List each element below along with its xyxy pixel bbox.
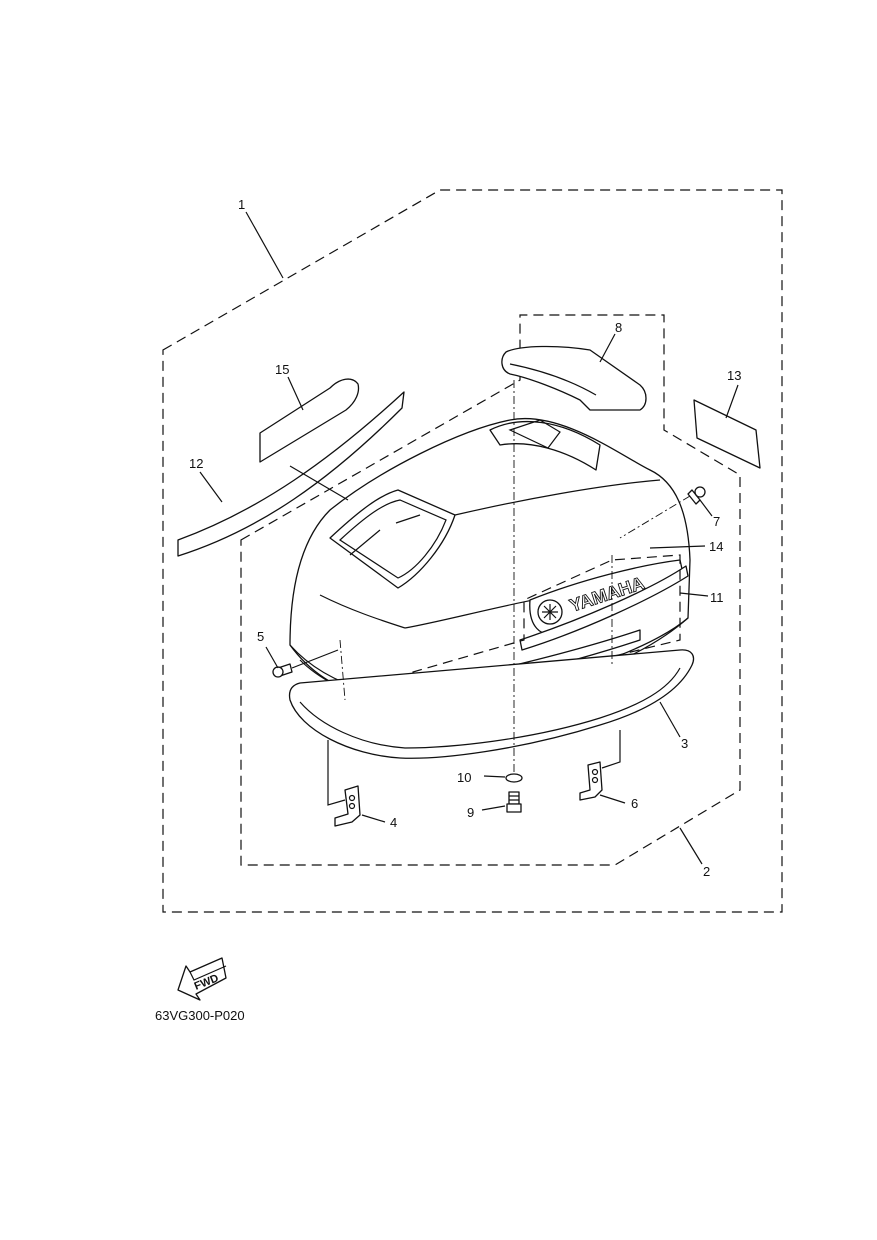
callout-14: 14 — [709, 539, 723, 554]
callout-3: 3 — [681, 736, 688, 751]
callout-6: 6 — [631, 796, 638, 811]
axis-line-bolt7 — [619, 495, 691, 539]
decal-13 — [693, 399, 761, 469]
seal-3 — [288, 649, 695, 759]
assembly-boundary-2 — [240, 314, 741, 866]
callout-8: 8 — [615, 320, 622, 335]
bracket-6 — [579, 761, 603, 801]
callout-5: 5 — [257, 629, 264, 644]
callout-15: 15 — [275, 362, 289, 377]
callout-7: 7 — [713, 514, 720, 529]
assembly-boundary-1 — [162, 189, 783, 913]
drawing-code: 63VG300-P020 — [155, 1008, 245, 1023]
cover-8 — [501, 345, 647, 411]
decal-12 — [177, 391, 405, 557]
callout-9: 9 — [467, 805, 474, 820]
callout-11: 11 — [710, 590, 724, 605]
bolt-5 — [272, 663, 293, 678]
bracket6-guide — [601, 730, 621, 769]
bolt-7 — [687, 486, 706, 505]
bracket4-guide — [327, 740, 346, 806]
washer-10 — [505, 773, 523, 783]
bracket-4 — [334, 785, 361, 827]
leader-lines — [199, 211, 739, 865]
axis-line-bolt5 — [291, 649, 339, 669]
decal-15 — [259, 378, 360, 463]
callout-2: 2 — [703, 864, 710, 879]
fwd-arrow-icon: FWD — [177, 957, 227, 1001]
axis-line-left — [339, 639, 346, 701]
bolt-9 — [506, 791, 522, 813]
callout-4: 4 — [390, 815, 397, 830]
callout-10: 10 — [457, 770, 471, 785]
callout-12: 12 — [189, 456, 203, 471]
callout-1: 1 — [238, 197, 245, 212]
callout-13: 13 — [727, 368, 741, 383]
top-cowling: YAMAHA — [289, 417, 691, 713]
